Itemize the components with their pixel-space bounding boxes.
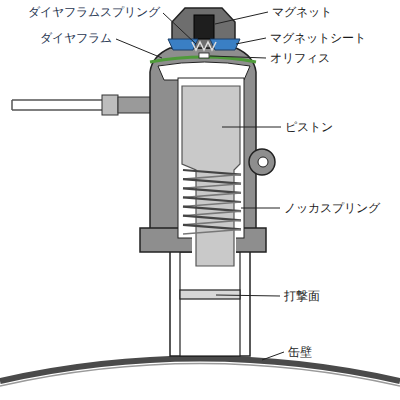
spring-coil	[183, 225, 241, 230]
bracket-inner	[180, 252, 240, 356]
spring-coil	[183, 179, 241, 184]
leader-line	[262, 352, 284, 360]
part-label: 打撃面	[284, 289, 320, 303]
knocker-spring	[183, 170, 241, 234]
part-label: ダイヤフラム	[40, 31, 112, 45]
spring-coil	[183, 229, 241, 234]
leader-line	[215, 12, 268, 24]
spring-coil	[183, 170, 241, 175]
spring-coil	[183, 193, 241, 198]
spring-coil	[183, 175, 241, 180]
spring-coil	[183, 197, 241, 202]
housing-port	[249, 149, 275, 175]
port-hole	[258, 157, 268, 167]
part-label: マグネットシート	[270, 31, 366, 45]
air-tube	[12, 99, 102, 101]
leader-line	[116, 39, 162, 58]
spring-coil	[183, 188, 241, 193]
tube-fitting	[102, 95, 118, 115]
part-label: ダイヤフラムスプリング	[28, 5, 160, 19]
leader-line	[216, 295, 280, 296]
leader-line	[163, 13, 196, 44]
part-label: 缶壁	[288, 345, 312, 359]
tube-fitting	[118, 97, 152, 113]
orifice	[199, 53, 209, 58]
spring-coil	[183, 184, 241, 189]
can-wall	[0, 359, 400, 382]
leader-line	[241, 208, 280, 209]
leader-line	[236, 38, 266, 44]
can-wall-inner	[0, 364, 400, 387]
upper-chamber	[158, 62, 250, 80]
spring-coil	[183, 202, 241, 207]
spring-coil	[183, 211, 241, 216]
air-tube-end	[11, 100, 13, 110]
air-tube	[12, 109, 102, 111]
part-label: マグネット	[272, 5, 332, 19]
spring-coil	[183, 207, 241, 212]
leader-lines	[116, 12, 284, 360]
strike-plate	[180, 290, 240, 299]
piston	[182, 86, 240, 266]
part-label: ピストン	[285, 120, 333, 134]
part-label: ノッカスプリング	[284, 201, 380, 215]
spring-coil	[183, 216, 241, 221]
part-label: オリフィス	[270, 51, 330, 65]
magnet	[194, 15, 214, 39]
spring-coil	[183, 220, 241, 225]
leader-line	[210, 56, 266, 58]
leader-line	[222, 127, 281, 128]
